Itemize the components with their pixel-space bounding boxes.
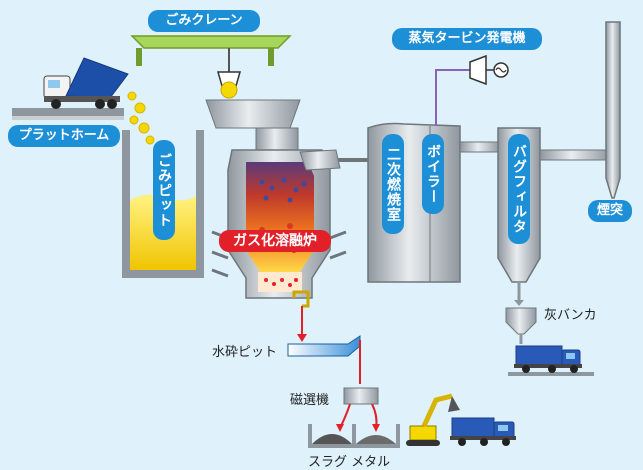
garbage-crane [130, 35, 292, 99]
label-magnetic-separator: 磁選機 [290, 393, 330, 408]
product-bins [308, 424, 400, 448]
excavator [406, 393, 460, 446]
slag-truck [450, 417, 516, 446]
falling-garbage [127, 91, 155, 145]
label-platform: プラットホーム [8, 125, 120, 147]
label-melter: ガス化溶融炉 [219, 230, 331, 252]
label-water-pit: 水砕ピット [212, 345, 278, 360]
melting-furnace [211, 127, 347, 308]
label-bagfilter: バグフィルタ [508, 134, 530, 244]
ash-bunker [505, 307, 537, 344]
label-pit: ごみピット [153, 140, 175, 240]
platform [12, 108, 124, 120]
label-boiler: ボイラー [422, 134, 444, 214]
slag-flow-arrow [297, 306, 307, 342]
chimney [605, 21, 621, 199]
label-secondary: 二次燃焼室 [382, 134, 404, 234]
label-turbine: 蒸気タービン発電機 [392, 28, 542, 50]
label-products: スラグ メタル [308, 455, 391, 470]
steam-turbine [435, 54, 509, 126]
magnetic-separator [336, 387, 380, 432]
label-chimney: 煙突 [588, 200, 632, 222]
feed-hopper [205, 99, 301, 129]
label-crane: ごみクレーン [148, 10, 260, 32]
garbage-truck [43, 57, 129, 109]
ash-truck [508, 345, 594, 376]
water-granulation-pit [287, 335, 361, 357]
label-ash-bunker: 灰バンカ [544, 308, 597, 323]
